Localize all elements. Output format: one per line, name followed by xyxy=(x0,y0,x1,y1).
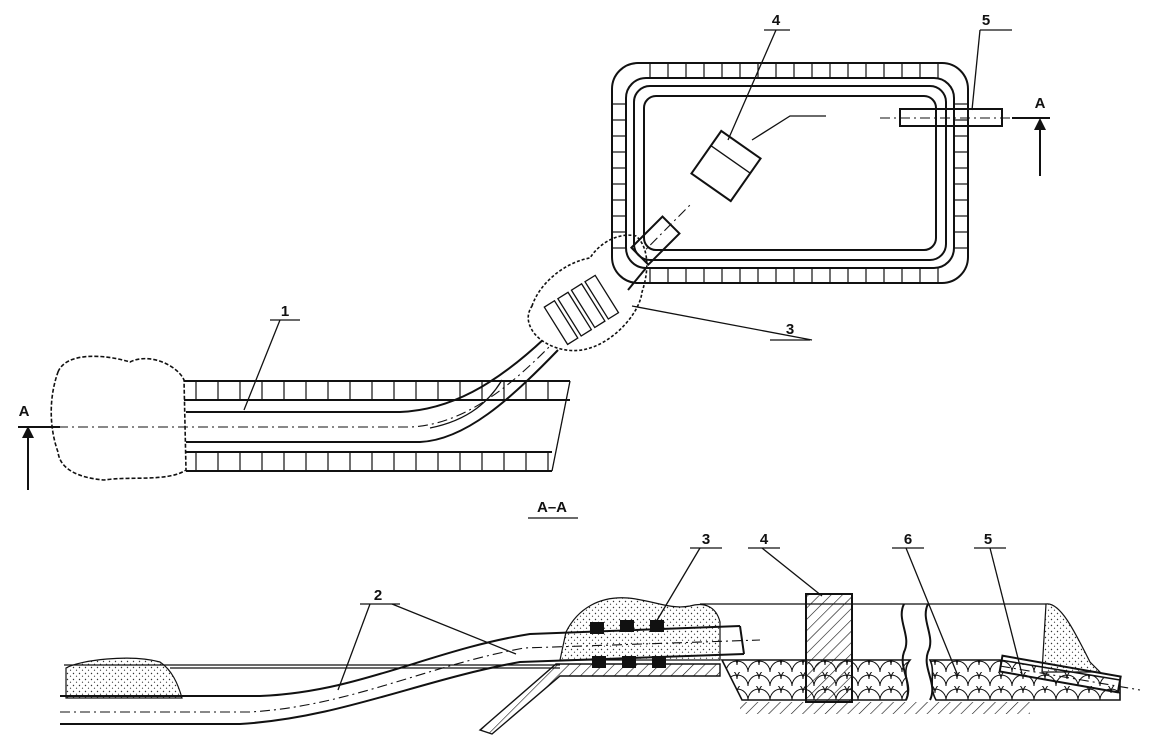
label-lining-6: 6 xyxy=(904,531,912,548)
joint-seals-section xyxy=(590,620,666,668)
svg-text:A: A xyxy=(19,403,30,420)
pipe-section xyxy=(60,625,761,725)
chamber-plan xyxy=(611,62,969,284)
label-structure-4: 4 xyxy=(772,12,781,29)
label-outlet-5-section: 5 xyxy=(984,531,992,548)
plan-view: 1 3 4 5 A A xyxy=(18,12,1050,490)
tunnel-lining-ticks xyxy=(195,381,549,471)
label-joint-3-section: 3 xyxy=(702,531,710,548)
structure-plan xyxy=(690,129,762,203)
section-view: A–A xyxy=(60,499,1141,735)
label-outlet-5: 5 xyxy=(982,12,990,29)
chamber-lining-ticks xyxy=(612,63,968,283)
joint-coils-plan xyxy=(543,274,620,346)
section-marker-right: A xyxy=(1012,95,1050,176)
sand-heap-right xyxy=(1041,603,1102,673)
label-pipe-1: 1 xyxy=(281,303,289,320)
structure-arm xyxy=(751,115,826,141)
label-structure-4-section: 4 xyxy=(760,531,769,548)
label-joint-3: 3 xyxy=(786,321,794,338)
pipe-main-plan xyxy=(58,204,691,443)
section-marker-left: A xyxy=(18,403,60,490)
rock-mass-left xyxy=(50,355,187,481)
outlet-pipe-section xyxy=(998,654,1122,694)
structure-section xyxy=(805,593,853,703)
label-pipe-2: 2 xyxy=(374,587,382,604)
sand-heap-left xyxy=(65,657,183,699)
section-title: A–A xyxy=(537,499,567,516)
svg-text:A: A xyxy=(1035,95,1046,112)
